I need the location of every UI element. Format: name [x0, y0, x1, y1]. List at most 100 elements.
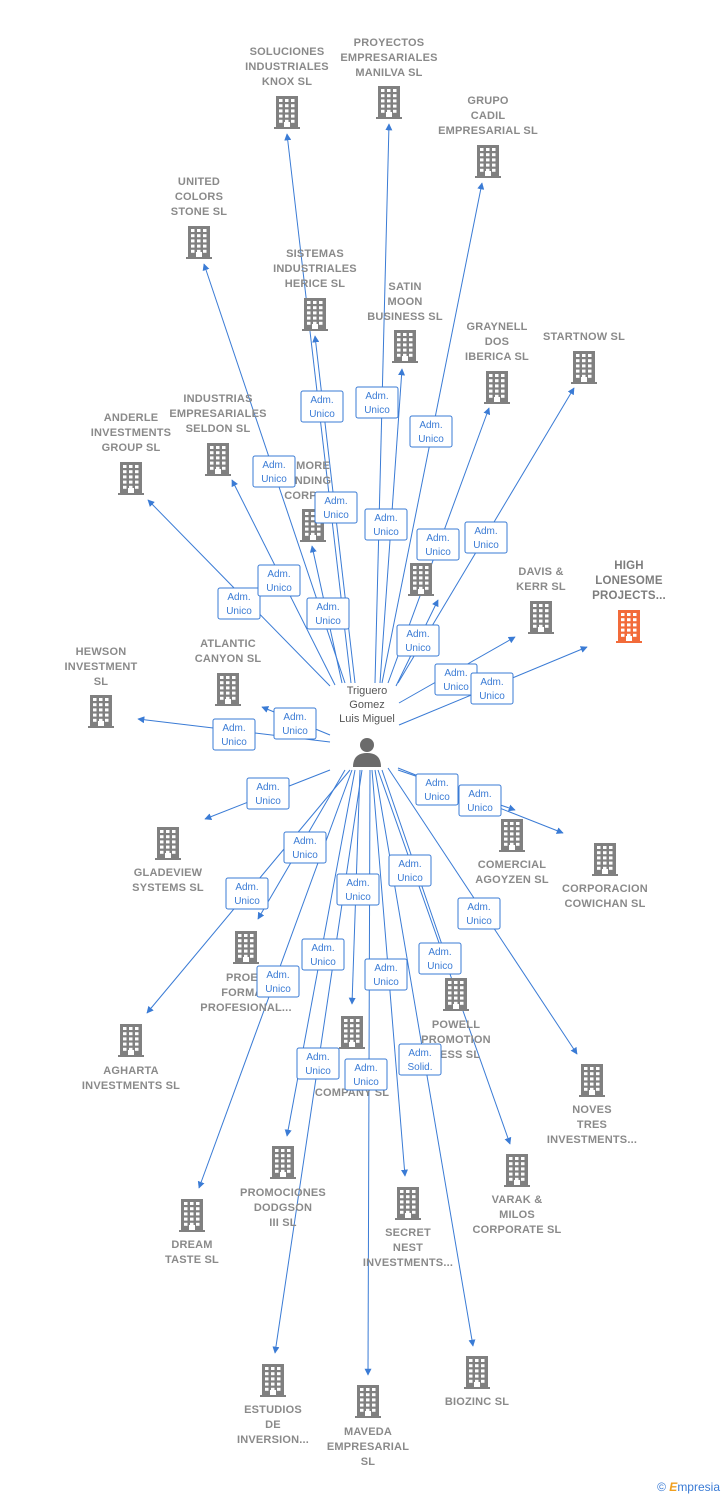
edge-label-anderle[interactable]: Adm.Unico: [217, 587, 261, 620]
edge-label-company[interactable]: Adm.Unico: [336, 873, 380, 906]
edge-label-graynell[interactable]: Adm.Unico: [416, 528, 460, 561]
company-name-line: MORE: [296, 460, 330, 472]
company-node-high[interactable]: HIGHLONESOMEPROJECTS...: [592, 560, 666, 643]
edge-label-holding[interactable]: Adm.Unico: [306, 597, 350, 630]
edge-label-text: Adm.: [425, 778, 448, 789]
company-name-line: PROJECTS...: [592, 590, 666, 602]
edge-label-agoyzen[interactable]: Adm. Unico: [415, 773, 459, 806]
company-name-line: HERICE SL: [285, 278, 346, 290]
building-icon: [186, 226, 212, 259]
building-icon: [475, 145, 501, 178]
company-name-line: EMPRESARIAL SL: [438, 125, 538, 137]
building-icon: [179, 1199, 205, 1232]
building-icon: [339, 1016, 365, 1049]
company-name-line: SL: [361, 1456, 376, 1468]
edge-label-agharta[interactable]: Adm.Unico: [225, 877, 269, 910]
company-node-secret[interactable]: SECRETNESTINVESTMENTS...: [363, 1187, 453, 1269]
edge-label-atlantic[interactable]: Adm.Unico: [273, 707, 317, 740]
edge-label-box: [415, 773, 459, 806]
company-node-biozinc[interactable]: BIOZINC SL: [445, 1356, 509, 1408]
edge-label-satin[interactable]: Adm.Unico: [364, 508, 408, 541]
edge-label-powell[interactable]: Adm.Unico: [388, 854, 432, 887]
edge-label-seldon[interactable]: Adm.Unico: [257, 564, 301, 597]
edge-label-hewson[interactable]: Adm.Unico: [212, 718, 256, 751]
company-name-line: MOON: [387, 296, 422, 308]
company-node-proed[interactable]: PROEDFORMACPROFESIONAL...: [200, 931, 292, 1014]
edge-label-text: Unico: [397, 873, 423, 884]
company-node-noves[interactable]: NOVESTRESINVESTMENTS...: [547, 1064, 637, 1146]
edge-label-text: Unico: [292, 850, 318, 861]
company-name-line: INVESTMENTS: [91, 427, 171, 439]
building-icon: [484, 371, 510, 404]
edge-label-biozinc[interactable]: Adm.Solid.: [398, 1043, 442, 1076]
company-node-estudios[interactable]: ESTUDIOSDEINVERSION...: [237, 1364, 309, 1446]
edge-label-text: Adm.: [316, 602, 339, 613]
company-name-line: PROMOTION: [421, 1034, 491, 1046]
edge-label-hn[interactable]: Adm.Unico: [396, 624, 440, 657]
edge-label-text: Unico: [265, 984, 291, 995]
edge-label-proed[interactable]: Adm.Unico: [283, 831, 327, 864]
edge-label-dodgson[interactable]: Adm.Unico: [301, 938, 345, 971]
building-icon: [499, 819, 525, 852]
edge-label-manilva[interactable]: Adm.Unico: [355, 386, 399, 419]
edge-label-knox[interactable]: Adm.Unico: [300, 390, 344, 423]
edge-label-herice[interactable]: Adm.Unico: [314, 491, 358, 524]
person-name-line: Gomez: [349, 699, 384, 711]
edge-label-box: [458, 784, 502, 817]
edge-label-box: [336, 873, 380, 906]
company-node-startnow[interactable]: STARTNOW SL: [543, 331, 625, 384]
edge-label-cadil[interactable]: Adm.Unico: [409, 415, 453, 448]
edge-label-noves[interactable]: Adm.Unico: [457, 897, 501, 930]
edge-label-high[interactable]: Adm.Unico: [470, 672, 514, 705]
edge-label-box: [364, 508, 408, 541]
edge-label-cowichan[interactable]: Adm.Unico: [458, 784, 502, 817]
edge-label-maveda[interactable]: Adm.Unico: [344, 1058, 388, 1091]
edge-label-estudios[interactable]: Adm.Unico: [296, 1047, 340, 1080]
edge-label-text: Unico: [425, 547, 451, 558]
company-node-davis[interactable]: DAVIS &KERR SL: [516, 566, 566, 634]
edge-label-secret[interactable]: Adm.Unico: [364, 958, 408, 991]
edge-label-text: Unico: [373, 977, 399, 988]
edge-label-united[interactable]: Adm.Unico: [252, 455, 296, 488]
edge-label-dream[interactable]: Adm.Unico: [256, 965, 300, 998]
company-name-line: KNOX SL: [262, 76, 312, 88]
edge-label-text: Adm.: [235, 882, 258, 893]
company-name-line: CADIL: [471, 110, 506, 122]
edge-label-text: Unico: [424, 792, 450, 803]
company-name-line: TASTE SL: [165, 1254, 219, 1266]
edge-label-text: Unico: [364, 405, 390, 416]
building-icon: [408, 563, 434, 596]
edge-label-gladeview[interactable]: Adm.Unico: [246, 777, 290, 810]
edge-label-text: Adm.: [346, 878, 369, 889]
edge-label-startnow[interactable]: Adm.Unico: [464, 521, 508, 554]
building-icon: [118, 462, 144, 495]
company-name-line: STONE SL: [171, 206, 227, 218]
edge-label-text: Adm.: [428, 947, 451, 958]
building-icon: [528, 601, 554, 634]
edge-label-varak[interactable]: Adm.Unico: [418, 942, 462, 975]
company-name-line: GRAYNELL: [466, 321, 527, 333]
edge-label-box: [409, 415, 453, 448]
